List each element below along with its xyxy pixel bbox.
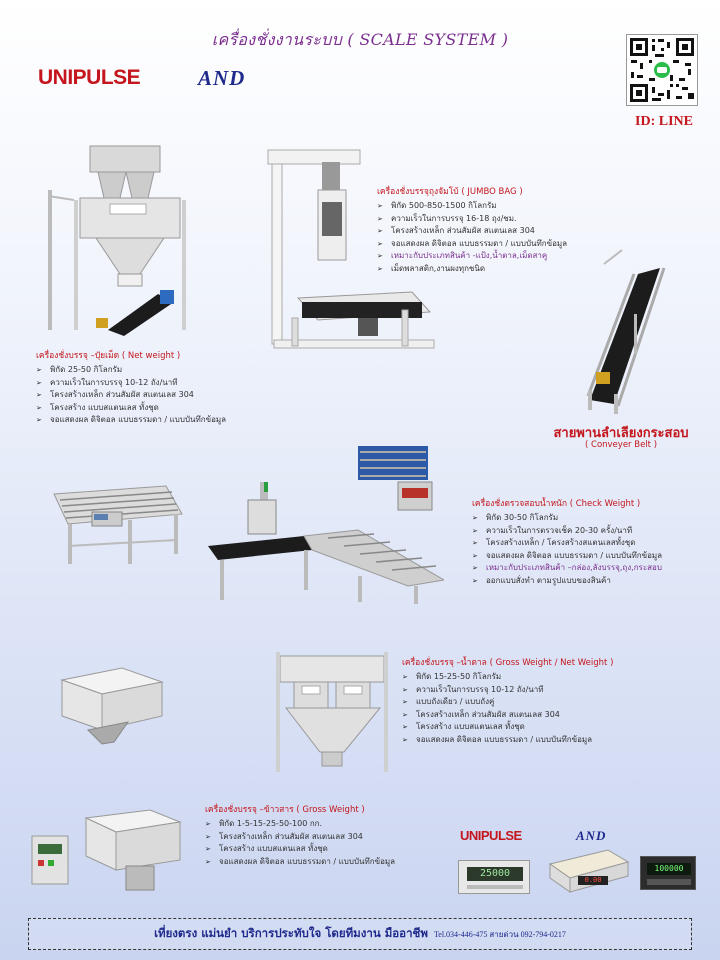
list-item: ➢พิกัด 25-50 กิโลกรัม [36, 365, 123, 374]
jumbo-bag-title: เครื่องชั่งบรรจุถุงจัมโบ้ ( JUMBO BAG ) [377, 187, 523, 197]
page-title: เครื่องชั่งงานระบบ ( SCALE SYSTEM ) [211, 30, 509, 49]
gross-weight-machine-image [30, 806, 190, 898]
list-item: ➢จอแสดงผล ดิจิตอล แบบธรรมดา / แบบบันทึกข… [377, 238, 568, 248]
unipulse-indicator-image: 25000 [458, 860, 530, 894]
jumbo-bag-machine-image [262, 142, 442, 362]
unipulse-logo-small: UNIPULSE [460, 828, 522, 843]
indicator-keypad [467, 885, 523, 889]
and-indicator-image: 0.00 [548, 846, 630, 894]
list-item: ➢โครงสร้างเหล็ก / โครงสร้างสแตนเลสทั้งชุ… [472, 538, 636, 548]
net-weight-list: ➢พิกัด 25-50 กิโลกรัม ➢ความเร็วในการบรรจ… [36, 364, 226, 427]
indicator-keypad [647, 879, 691, 885]
list-item: ➢เหมาะกับประเภทสินค้า –กล่อง,ลังบรรจุ,ถุ… [472, 563, 662, 573]
list-item: ➢โครงสร้างเหล็ก ส่วนสัมผัส สแตนเลส 304 [377, 226, 535, 236]
list-item: ➢จอแสดงผล ดิจิตอล แบบธรรมดา / แบบบันทึกข… [402, 734, 593, 744]
gross-net-weight-spec: เครื่องชั่งบรรจุ –น้ำตาล ( Gross Weight … [402, 655, 613, 747]
net-weight-title: เครื่องชั่งบรรจุ –ปุ๋ยเม็ด ( Net weight … [36, 351, 181, 361]
and-logo: AND [198, 66, 246, 90]
list-item: ➢แบบถังเดียว / แบบถังคู่ [402, 697, 495, 707]
list-item: ➢เม็ดพลาสติก,งานผงทุกชนิด [377, 263, 486, 273]
gross-weight-list: ➢พิกัด 1-5-15-25-50-100 กก. ➢โครงสร้างเห… [205, 818, 395, 868]
gross-net-weight-title: เครื่องชั่งบรรจุ –น้ำตาล ( Gross Weight … [402, 658, 614, 668]
list-item: ➢โครงสร้าง แบบสแตนเลส ทั้งชุด [205, 844, 328, 854]
list-item: ➢โครงสร้างเหล็ก ส่วนสัมผัส สแตนเลส 304 [205, 831, 363, 841]
list-item: ➢ความเร็วในการตรวจเช็ค 20-30 ครั้ง/นาที [472, 525, 633, 535]
check-weight-spec: เครื่องชั่งตรวจสอบน้ำหนัก ( Check Weight… [472, 496, 662, 588]
list-item: ➢เหมาะกับประเภทสินค้า -แป้ง,น้ำตาล,เม็ดส… [377, 251, 548, 261]
list-item: ➢ความเร็วในการบรรจุ 10-12 ถัง/นาที [36, 377, 178, 387]
list-item: ➢โครงสร้าง แบบสแตนเลส ทั้งชุด [402, 722, 525, 732]
indicator-display: 0.00 [578, 876, 608, 885]
and-logo-small: AND [576, 828, 607, 843]
list-item: ➢จอแสดงผล ดิจิตอล แบบธรรมดา / แบบบันทึกข… [205, 856, 396, 866]
gross-net-weight-list: ➢พิกัด 15-25-50 กิโลกรัม ➢ความเร็วในการบ… [402, 671, 613, 747]
indicator-display: 100000 [647, 863, 691, 875]
footer-contact[interactable]: Tel.034-446-475 สายด่วน 092-794-0217 [433, 929, 566, 939]
roller-checkweigher-image [48, 484, 188, 572]
list-item: ➢ความเร็วในการบรรจุ 16-18 ถุง/ชม. [377, 213, 517, 223]
jumbo-bag-spec: เครื่องชั่งบรรจุถุงจัมโบ้ ( JUMBO BAG ) … [377, 184, 567, 276]
line-qr-code[interactable] [626, 34, 698, 106]
indicator-display: 25000 [467, 867, 523, 881]
single-hopper-image [58, 664, 170, 746]
list-item: ➢จอแสดงผล ดิจิตอล แบบธรรมดา / แบบบันทึกข… [36, 415, 227, 425]
gross-weight-title: เครื่องชั่งบรรจุ –ข้าวสาร ( Gross Weight… [205, 805, 365, 815]
unipulse-logo: UNIPULSE [38, 66, 141, 89]
list-item: ➢โครงสร้าง แบบสแตนเลส ทั้งชุด [36, 402, 159, 412]
check-weight-title: เครื่องชั่งตรวจสอบน้ำหนัก ( Check Weight… [472, 499, 641, 509]
check-weight-list: ➢พิกัด 30-50 กิโลกรัม ➢ความเร็วในการตรวจ… [472, 512, 662, 588]
conveyor-belt-image [574, 244, 696, 416]
list-item: ➢โครงสร้างเหล็ก ส่วนสัมผัส สแตนเลส 304 [36, 390, 194, 400]
list-item: ➢ออกแบบสั่งทำ ตามรูปแบบของสินค้า [472, 575, 611, 585]
double-hopper-image [272, 642, 392, 772]
line-id: ID: LINE [635, 114, 693, 129]
conveyor-belt-subtitle: ( Conveyer Belt ) [584, 440, 658, 450]
digital-indicator-image: 100000 [640, 856, 696, 890]
conveyor-belt-title: สายพานลำเลียงกระสอบ [553, 426, 689, 441]
list-item: ➢จอแสดงผล ดิจิตอล แบบธรรมดา / แบบบันทึกข… [472, 550, 663, 560]
list-item: ➢พิกัด 30-50 กิโลกรัม [472, 513, 559, 522]
net-weight-spec: เครื่องชั่งบรรจุ –ปุ๋ยเม็ด ( Net weight … [36, 348, 226, 427]
list-item: ➢พิกัด 500-850-1500 กิโลกรัม [377, 201, 497, 210]
net-weight-machine-image [48, 140, 218, 340]
list-item: ➢พิกัด 15-25-50 กิโลกรัม [402, 672, 502, 681]
footer-bar: เที่ยงตรง แม่นยำ บริการประทับใจ โดยทีมงา… [28, 918, 692, 950]
list-item: ➢ความเร็วในการบรรจุ 10-12 ถัง/นาที [402, 684, 544, 694]
checkweigher-line-image [208, 446, 444, 606]
gross-weight-spec: เครื่องชั่งบรรจุ –ข้าวสาร ( Gross Weight… [205, 802, 395, 868]
list-item: ➢พิกัด 1-5-15-25-50-100 กก. [205, 819, 323, 828]
jumbo-bag-list: ➢พิกัด 500-850-1500 กิโลกรัม ➢ความเร็วใน… [377, 200, 567, 276]
footer-slogan: เที่ยงตรง แม่นยำ บริการประทับใจ โดยทีมงา… [154, 926, 428, 940]
list-item: ➢โครงสร้างเหล็ก ส่วนสัมผัส สแตนเลส 304 [402, 709, 560, 719]
